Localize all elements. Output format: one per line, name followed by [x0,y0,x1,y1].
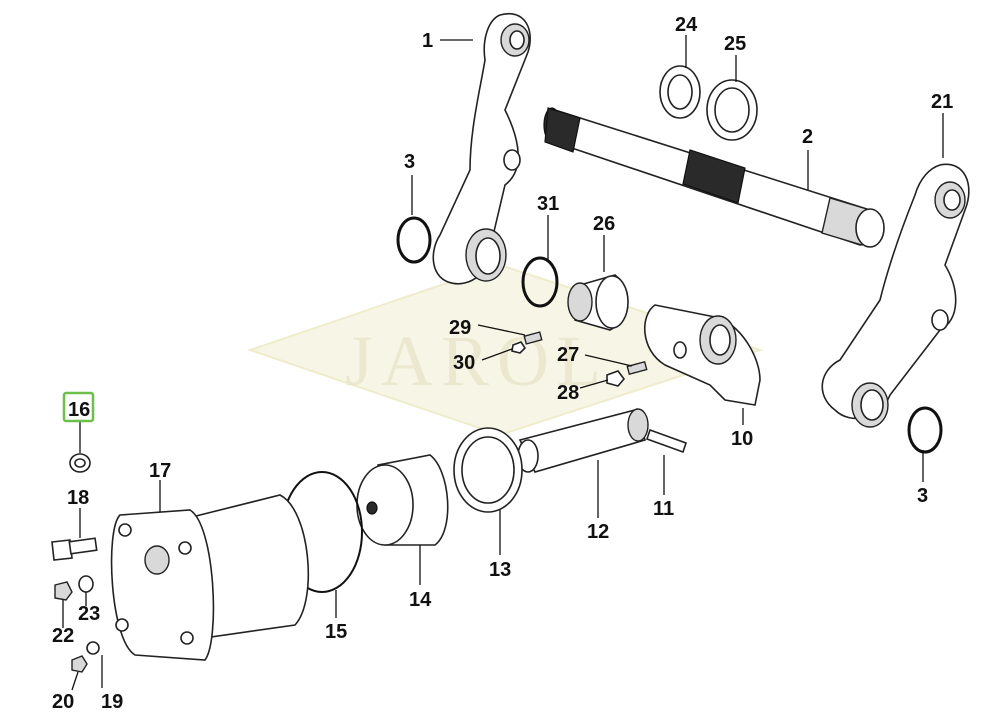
shim-part-24[interactable] [659,65,701,119]
lift-arm-part-21[interactable] [821,163,970,428]
circlip-part-3-left[interactable] [396,216,432,264]
seal-ring-part-13[interactable] [453,427,523,513]
callout-30[interactable]: 30 [453,352,475,374]
callout-11[interactable]: 11 [653,498,674,520]
plug-part-22[interactable] [54,581,73,601]
callout-29[interactable]: 29 [449,317,471,339]
watermark-logo: JAROL [246,263,764,437]
callout-20[interactable]: 20 [52,691,74,713]
callout-3-left[interactable]: 3 [404,151,415,173]
callout-2[interactable]: 2 [802,126,813,148]
callout-24[interactable]: 24 [675,14,698,36]
screw-part-29[interactable] [523,331,543,345]
washer-part-23[interactable] [78,575,94,593]
screw-part-27[interactable] [626,360,648,376]
callout-16[interactable]: 16 [68,399,90,421]
callout-26[interactable]: 26 [593,213,615,235]
circlip-part-31[interactable] [521,256,559,308]
plug-part-20[interactable] [71,655,88,673]
housing-part-10[interactable] [644,304,761,406]
pin-part-11[interactable] [645,428,688,454]
shaft-part-2[interactable] [543,107,885,248]
callout-22[interactable]: 22 [52,625,74,647]
callout-labels: 1 2 3 3 10 11 12 13 14 15 16 17 18 19 20… [52,14,953,713]
callout-3-right[interactable]: 3 [917,485,928,507]
callout-28[interactable]: 28 [557,382,579,404]
nut-part-30[interactable] [511,341,527,354]
callout-10[interactable]: 10 [731,428,753,450]
callout-19[interactable]: 19 [101,691,123,713]
piston-part-14[interactable] [356,454,449,546]
callout-highlight-box [62,391,95,423]
lift-arm-part-1[interactable] [432,12,531,285]
washer-part-16[interactable] [69,453,91,473]
bushing-part-26[interactable] [567,274,629,331]
callout-31[interactable]: 31 [537,193,559,215]
callout-27[interactable]: 27 [557,344,579,366]
circlip-part-3-right[interactable] [907,406,943,454]
watermark-text: JAROL [345,321,609,401]
callout-21[interactable]: 21 [931,91,953,113]
bolt-part-18[interactable] [51,537,98,561]
callout-15[interactable]: 15 [325,621,347,643]
shim-part-25[interactable] [706,79,758,141]
cylinder-part-17[interactable] [110,494,310,661]
callout-13[interactable]: 13 [489,559,511,581]
nut-part-28[interactable] [606,370,626,387]
callout-1[interactable]: 1 [422,30,433,52]
leader-lines [62,35,944,691]
washer-part-19[interactable] [86,641,100,655]
piston-rod-part-12[interactable] [517,408,649,473]
callout-25[interactable]: 25 [724,33,746,55]
callout-12[interactable]: 12 [587,521,609,543]
callout-23[interactable]: 23 [78,603,100,625]
callout-18[interactable]: 18 [67,487,89,509]
callout-14[interactable]: 14 [409,589,432,611]
callout-17[interactable]: 17 [149,460,171,482]
